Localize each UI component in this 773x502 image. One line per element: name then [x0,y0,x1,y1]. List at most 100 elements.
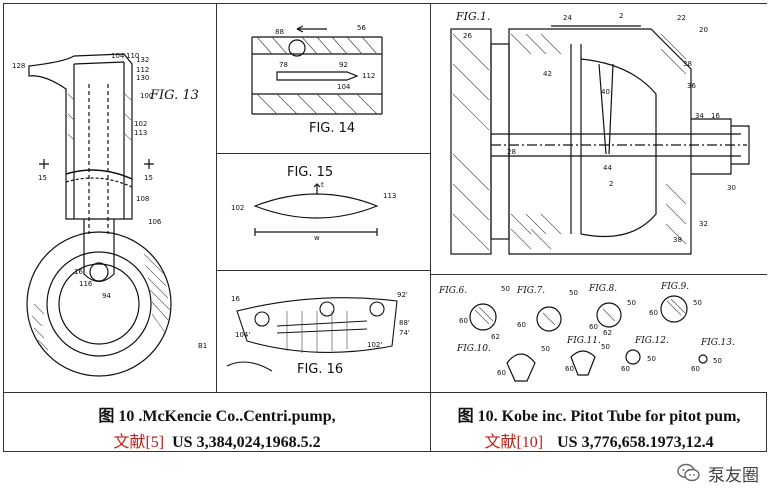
kobe-num-42: 42 [543,70,552,78]
caption-left-ref: 文献[5] [113,434,165,451]
fig13-num-128: 128 [12,62,25,70]
kobe-num-24: 24 [563,14,572,22]
fig15-num-102: 102 [231,204,244,212]
caption-left-patent: US 3,384,024,1968.5.2 [172,434,321,451]
fig13-num-94: 94 [102,292,111,300]
kobe-fig1-label: FIG.1. [455,10,490,23]
caption-left-title: 图 10 .McKencie Co..Centri.pump, [98,408,336,425]
kobe-fig9-num-50: 50 [693,299,702,307]
kobe-num-44: 44 [603,164,612,172]
fig14-num-56: 56 [357,24,366,32]
kobe-fig8-num-60: 60 [589,323,598,331]
kobe-fig7-label: FIG.7. [516,286,545,296]
kobe-fig8-num-50: 50 [627,299,636,307]
fig13-num-113: 113 [134,129,147,137]
kobe-num-30: 30 [727,184,736,192]
kobe-small-figs-drawing: FIG.6. FIG.7. FIG.8. FIG.9. FIG.10. FIG.… [438,282,735,382]
kobe-fig8-label: FIG.8. [588,284,617,294]
fig13-num-110: 110 [126,52,139,60]
kobe-num-38a: 38 [683,60,692,68]
watermark: 泵友圈 [676,455,759,491]
fig16-panel: FIG. 16 16 92' 88' 74' 102' 104' [217,271,430,392]
kobe-num-34: 34 [695,112,704,120]
kobe-fig10-num-60: 60 [497,369,506,377]
kobe-fig6-num-50: 50 [501,285,510,293]
caption-left-ref-line: 文献[5] US 3,384,024,1968.5.2 [4,428,430,452]
kobe-fig10-label: FIG.10. [456,344,491,354]
fig15-panel: FIG. 15 t 102 113 w [217,154,430,270]
fig13-label: FIG. 13 [149,88,199,103]
caption-right-title: 图 10. Kobe inc. Pitot Tube for pitot pum… [457,408,741,425]
fig13-num-15a: 15 [38,174,47,182]
kobe-fig13-num-60: 60 [691,365,700,373]
kobe-fig11-num-50: 50 [601,343,610,351]
kobe-fig6-label: FIG.6. [438,286,467,296]
kobe-num-32: 32 [699,220,708,228]
fig14-caption: FIG. 14 [309,121,355,136]
kobe-fig11-label: FIG.11. [566,336,601,346]
fig13-num-104: 104 [111,52,125,60]
divider-kobe [430,274,767,275]
fig16-drawing: FIG. 16 16 92' 88' 74' 102' 104' [226,291,410,377]
caption-right-patent: US 3,776,658.1973,12.4 [557,434,714,451]
kobe-fig9-num-60: 60 [649,309,658,317]
fig15-num-113: 113 [383,192,396,200]
kobe-fig6-num-62: 62 [491,333,500,341]
kobe-fig8-num-62: 62 [603,329,612,337]
fig16-caption: FIG. 16 [297,362,343,377]
watermark-text: 泵友圈 [708,465,759,486]
kobe-num-22: 22 [677,14,686,22]
fig15-num-t: t [321,181,324,189]
kobe-num-36: 36 [687,82,696,90]
fig16-num-88p: 88' [399,319,410,327]
fig16-num-74p: 74' [399,329,410,337]
kobe-num-26: 26 [463,32,472,40]
fig13-num-15b: 15 [144,174,153,182]
fig13-num-106: 106 [148,218,162,226]
fig14-num-112: 112 [362,72,375,80]
fig13-num-16: 16 [74,268,83,276]
fig14-num-88: 88 [275,28,284,36]
fig14-num-92: 92 [339,61,348,69]
kobe-fig1-panel: FIG.1. 24 2 22 20 26 38 36 42 40 34 16 2… [431,4,767,274]
kobe-fig12-num-60: 60 [621,365,630,373]
fig15-caption: FIG. 15 [287,165,333,180]
kobe-num-38b: 38 [673,236,682,244]
kobe-fig6-num-60: 60 [459,317,468,325]
divider-caption [3,392,767,393]
kobe-fig9-label: FIG.9. [660,282,689,292]
kobe-fig12-label: FIG.12. [634,336,669,346]
kobe-fig11-num-60: 60 [565,365,574,373]
fig13-num-100: 100 [140,92,153,100]
fig13-num-132: 132 [136,56,149,64]
fig13-panel: FIG. 13 128 104 110 132 112 130 100 102 … [4,4,216,392]
kobe-num-16: 16 [711,112,720,120]
kobe-num-28: 28 [507,148,516,156]
fig13-num-108: 108 [136,195,149,203]
fig14-num-104: 104 [337,83,351,91]
fig16-num-102p: 102' [367,341,382,349]
fig14-drawing: FIG. 14 88 56 78 92 112 104 [251,24,383,136]
fig13-num-102: 102 [134,120,147,128]
fig15-drawing: FIG. 15 t 102 113 w [231,165,396,242]
fig13-num-130: 130 [136,74,149,82]
fig13-num-116: 116 [79,280,93,288]
fig13-num-112: 112 [136,66,149,74]
kobe-small-figs-panel: FIG.6. FIG.7. FIG.8. FIG.9. FIG.10. FIG.… [431,275,767,392]
fig16-num-92p: 92' [397,291,408,299]
fig15-num-w: w [314,234,320,242]
wechat-icon [677,463,700,482]
fig13-drawing: FIG. 13 128 104 110 132 112 130 100 102 … [12,52,207,377]
divider-center [430,3,431,452]
kobe-fig7-num-60: 60 [517,321,526,329]
kobe-num-40: 40 [601,88,610,96]
kobe-num-20: 20 [699,26,708,34]
kobe-fig7-num-50: 50 [569,289,578,297]
fig16-num-104p: 104' [235,331,250,339]
kobe-fig1-drawing: FIG.1. 24 2 22 20 26 38 36 42 40 34 16 2… [450,10,750,255]
fig14-panel: FIG. 14 88 56 78 92 112 104 [217,4,430,153]
fig13-num-b1: B1 [198,342,207,350]
kobe-num-2a: 2 [619,12,623,20]
kobe-num-2b: 2 [609,180,613,188]
divider-left [216,3,217,392]
